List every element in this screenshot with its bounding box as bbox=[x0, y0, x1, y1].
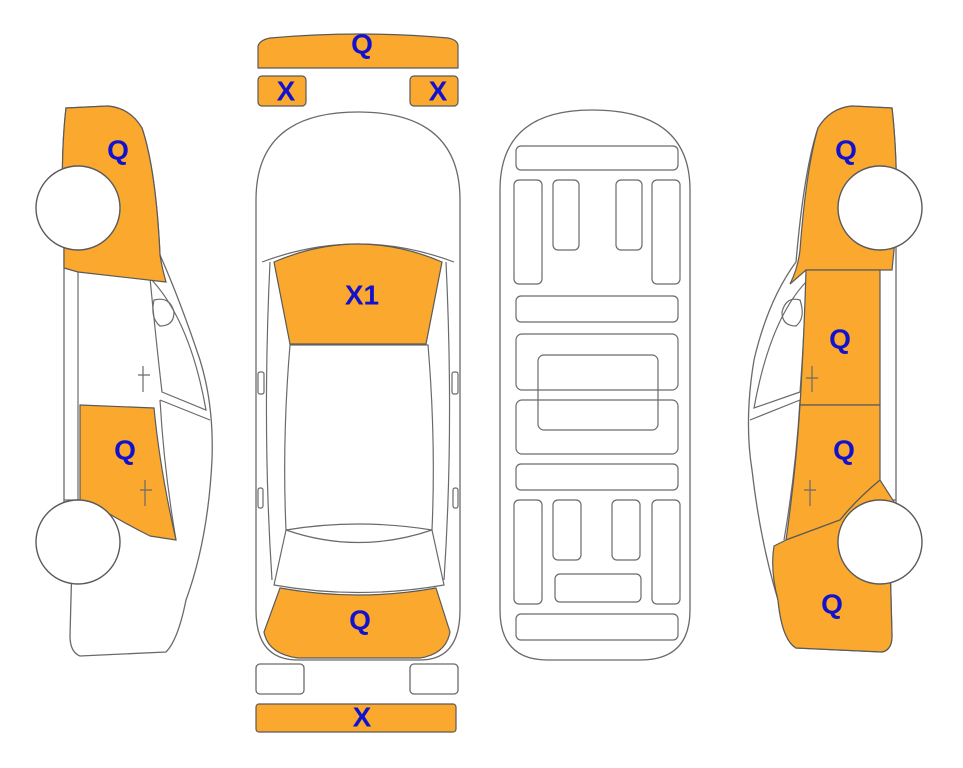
underside-body-outline bbox=[499, 109, 691, 661]
front-bumper bbox=[257, 33, 459, 69]
underside-inner-right-rear bbox=[611, 499, 641, 561]
right-rear-wheel bbox=[837, 499, 923, 585]
label-left-rear-door: Q bbox=[114, 434, 136, 465]
right-side-mirror bbox=[781, 298, 803, 327]
label-right-rear-door: Q bbox=[833, 434, 855, 465]
underside-rear-cross bbox=[554, 573, 642, 603]
underside-center-panel bbox=[537, 354, 659, 431]
top-cabin bbox=[284, 344, 434, 531]
label-left-headlight: X bbox=[277, 75, 296, 106]
top-right-mirror bbox=[451, 371, 459, 395]
label-right-rear-quarter: Q bbox=[821, 588, 843, 619]
left-headlight bbox=[257, 75, 307, 107]
label-hood: X1 bbox=[345, 279, 379, 310]
underside-inner-right-front bbox=[615, 179, 643, 251]
underside-left-mid-frame bbox=[515, 333, 679, 391]
top-right-pillar bbox=[443, 261, 451, 581]
label-right-headlight: X bbox=[429, 75, 448, 106]
top-view: Q X X X1 Q X bbox=[255, 28, 461, 733]
label-right-front-fender: Q bbox=[835, 134, 857, 165]
left-side-rear-glass bbox=[159, 399, 211, 541]
top-left-mirror bbox=[257, 371, 265, 395]
right-side-view: Q Q Q Q bbox=[747, 105, 923, 653]
right-headlight bbox=[409, 75, 459, 107]
left-front-handle bbox=[138, 366, 150, 392]
underside-mid-bar-1 bbox=[515, 295, 679, 323]
left-side-mirror bbox=[152, 298, 175, 327]
hood bbox=[273, 243, 443, 345]
underside-right-front-rail bbox=[651, 179, 681, 285]
top-rear-window bbox=[273, 529, 445, 594]
right-front-handle bbox=[806, 366, 818, 392]
rear-bumper bbox=[255, 703, 457, 733]
left-taillight bbox=[255, 663, 305, 695]
label-left-front-fender: Q bbox=[107, 134, 129, 165]
underside-mid-bar-2 bbox=[515, 463, 679, 491]
underside-left-front-rail bbox=[513, 179, 543, 285]
top-right-handle bbox=[452, 487, 459, 509]
underside-inner-left-front bbox=[552, 179, 580, 251]
underside-rear-bar bbox=[515, 613, 679, 641]
left-rear-handle bbox=[140, 480, 152, 506]
left-front-wheel bbox=[35, 165, 121, 251]
left-side-view: Q Q bbox=[35, 105, 213, 657]
left-side-window bbox=[149, 276, 207, 411]
right-taillight bbox=[409, 663, 459, 695]
right-front-wheel bbox=[837, 165, 923, 251]
underside-front-bar bbox=[515, 145, 679, 171]
top-left-handle bbox=[257, 487, 264, 509]
label-rear-bumper: X bbox=[353, 701, 372, 732]
underside-right-rear-rail bbox=[651, 499, 681, 605]
left-rear-wheel bbox=[35, 499, 121, 585]
label-right-front-door: Q bbox=[829, 323, 851, 354]
right-rear-handle bbox=[804, 480, 816, 506]
label-front-bumper: Q bbox=[351, 28, 373, 59]
underside-inner-left-rear bbox=[552, 499, 582, 561]
underside-left-rear-rail bbox=[513, 499, 543, 605]
underside-view bbox=[499, 109, 691, 661]
underside-left-lower-frame bbox=[515, 399, 679, 455]
label-trunk: Q bbox=[349, 604, 371, 635]
trunk bbox=[263, 587, 451, 659]
top-left-pillar bbox=[265, 261, 273, 581]
